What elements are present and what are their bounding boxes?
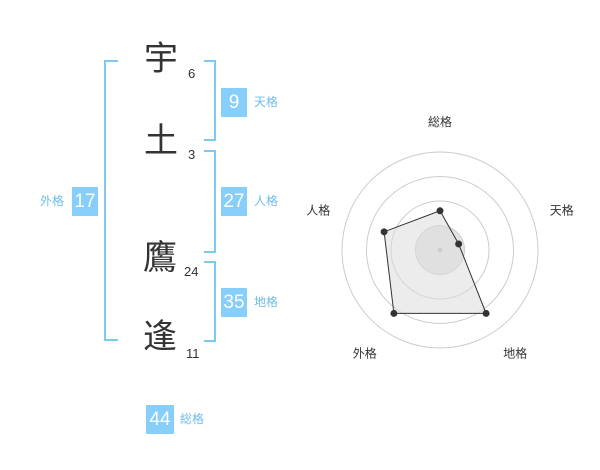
radar-point-2 — [482, 309, 490, 317]
tenkaku-value-badge: 9 — [221, 88, 247, 117]
radar-axis-label-1: 天格 — [550, 202, 574, 217]
jinkaku-bracket — [204, 150, 216, 253]
stroke-count-1: 6 — [188, 66, 196, 81]
gaikaku-value-badge: 17 — [72, 187, 98, 216]
radar-axis-label-3: 外格 — [353, 346, 377, 361]
soukaku-label: 総格 — [180, 412, 205, 426]
gaikaku-label: 外格 — [40, 194, 65, 208]
radar-ring-4 — [341, 151, 539, 349]
stroke-count-4: 11 — [186, 346, 200, 361]
jinkaku-value-badge: 27 — [221, 187, 247, 216]
radar-point-1 — [455, 240, 463, 248]
tenkaku-bracket — [204, 60, 216, 141]
radar-point-0 — [436, 207, 444, 215]
stroke-count-2: 3 — [188, 147, 196, 162]
tenkaku-label: 天格 — [254, 95, 279, 109]
radar-axis-label-4: 人格 — [306, 202, 330, 217]
stroke-count-3: 24 — [184, 264, 199, 279]
soukaku-value-badge: 44 — [146, 405, 174, 434]
radar-point-4 — [380, 228, 388, 236]
radar-ring-3 — [366, 176, 514, 324]
chikaku-label: 地格 — [254, 295, 279, 309]
jinkaku-label: 人格 — [254, 194, 279, 208]
radar-axis-label-0: 総格 — [428, 114, 452, 129]
name-char-4: 逢 — [143, 317, 177, 357]
radar-data-polygon — [383, 210, 487, 314]
chikaku-value-badge: 35 — [221, 288, 247, 317]
radar-data-points — [380, 207, 490, 317]
name-char-1: 宇 — [144, 39, 178, 79]
chikaku-bracket — [204, 261, 216, 342]
name-char-2: 土 — [144, 121, 178, 161]
radar-axis-label-2: 地格 — [503, 346, 527, 361]
name-char-3: 鷹 — [143, 238, 177, 278]
gaikaku-bracket — [104, 60, 118, 341]
radar-point-3 — [390, 309, 398, 317]
